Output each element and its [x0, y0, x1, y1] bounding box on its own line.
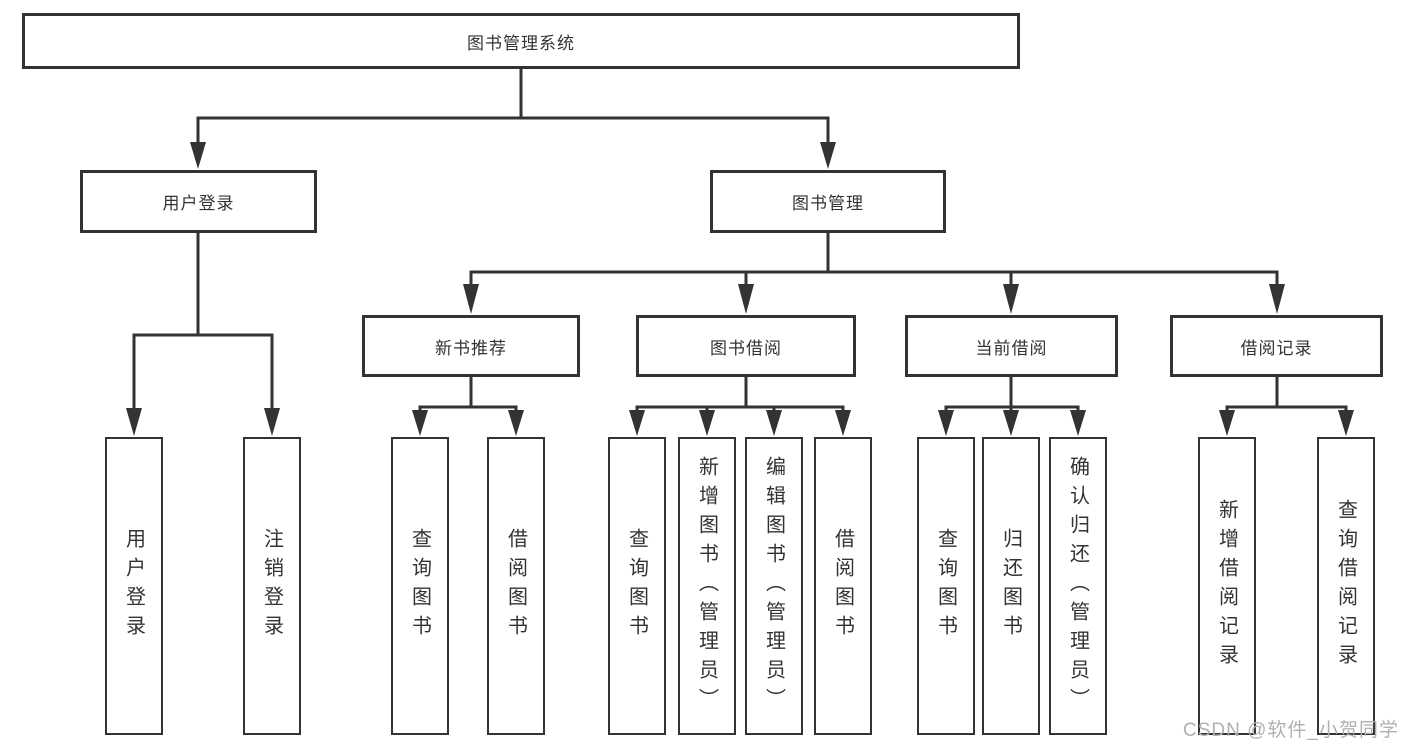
leaf-return-book: 归还图书	[982, 437, 1040, 735]
leaf-label: 查询借阅记录	[1334, 499, 1357, 673]
node-book-management: 图书管理	[710, 170, 946, 233]
node-label: 用户登录	[162, 194, 235, 213]
leaf-query-book: 查询图书	[917, 437, 975, 735]
node-label: 借阅记录	[1240, 338, 1313, 358]
leaf-label: 注销登录	[260, 528, 283, 644]
leaf-label: 借阅图书	[831, 528, 854, 644]
leaf-label: 确认归还（管理员）	[1066, 455, 1089, 717]
node-current-borrow: 当前借阅	[905, 315, 1118, 377]
leaf-label: 编辑图书（管理员）	[762, 455, 785, 717]
leaf-query-book: 查询图书	[608, 437, 666, 735]
leaf-label: 查询图书	[408, 528, 431, 644]
leaf-label: 新增借阅记录	[1215, 499, 1238, 673]
leaf-label: 借阅图书	[504, 528, 527, 644]
leaf-query-book: 查询图书	[391, 437, 449, 735]
leaf-label: 新增图书（管理员）	[695, 455, 718, 717]
node-label: 新书推荐	[435, 338, 507, 358]
node-label: 当前借阅	[975, 338, 1048, 358]
node-book-borrow: 图书借阅	[636, 315, 856, 377]
node-label: 图书管理系统	[467, 33, 575, 53]
node-user-login: 用户登录	[80, 170, 317, 233]
node-new-book-recommend: 新书推荐	[362, 315, 580, 377]
leaf-label: 用户登录	[122, 528, 145, 644]
leaf-edit-book-admin: 编辑图书（管理员）	[745, 437, 803, 735]
node-label: 图书管理	[792, 194, 864, 213]
leaf-logout-login: 注销登录	[243, 437, 301, 735]
leaf-confirm-return-admin: 确认归还（管理员）	[1049, 437, 1107, 735]
csdn-watermark: CSDN @软件_小贺同学	[1183, 720, 1399, 741]
leaf-label: 查询图书	[625, 528, 648, 644]
leaf-label: 查询图书	[934, 528, 957, 644]
leaf-query-borrow-record: 查询借阅记录	[1317, 437, 1375, 735]
node-borrow-records: 借阅记录	[1170, 315, 1383, 377]
leaf-add-borrow-record: 新增借阅记录	[1198, 437, 1256, 735]
node-label: 图书借阅	[710, 338, 782, 358]
node-library-management-system: 图书管理系统	[22, 13, 1020, 69]
leaf-add-book-admin: 新增图书（管理员）	[678, 437, 736, 735]
leaf-label: 归还图书	[999, 528, 1022, 644]
leaf-borrow-book: 借阅图书	[814, 437, 872, 735]
leaf-user-login: 用户登录	[105, 437, 163, 735]
leaf-borrow-book: 借阅图书	[487, 437, 545, 735]
